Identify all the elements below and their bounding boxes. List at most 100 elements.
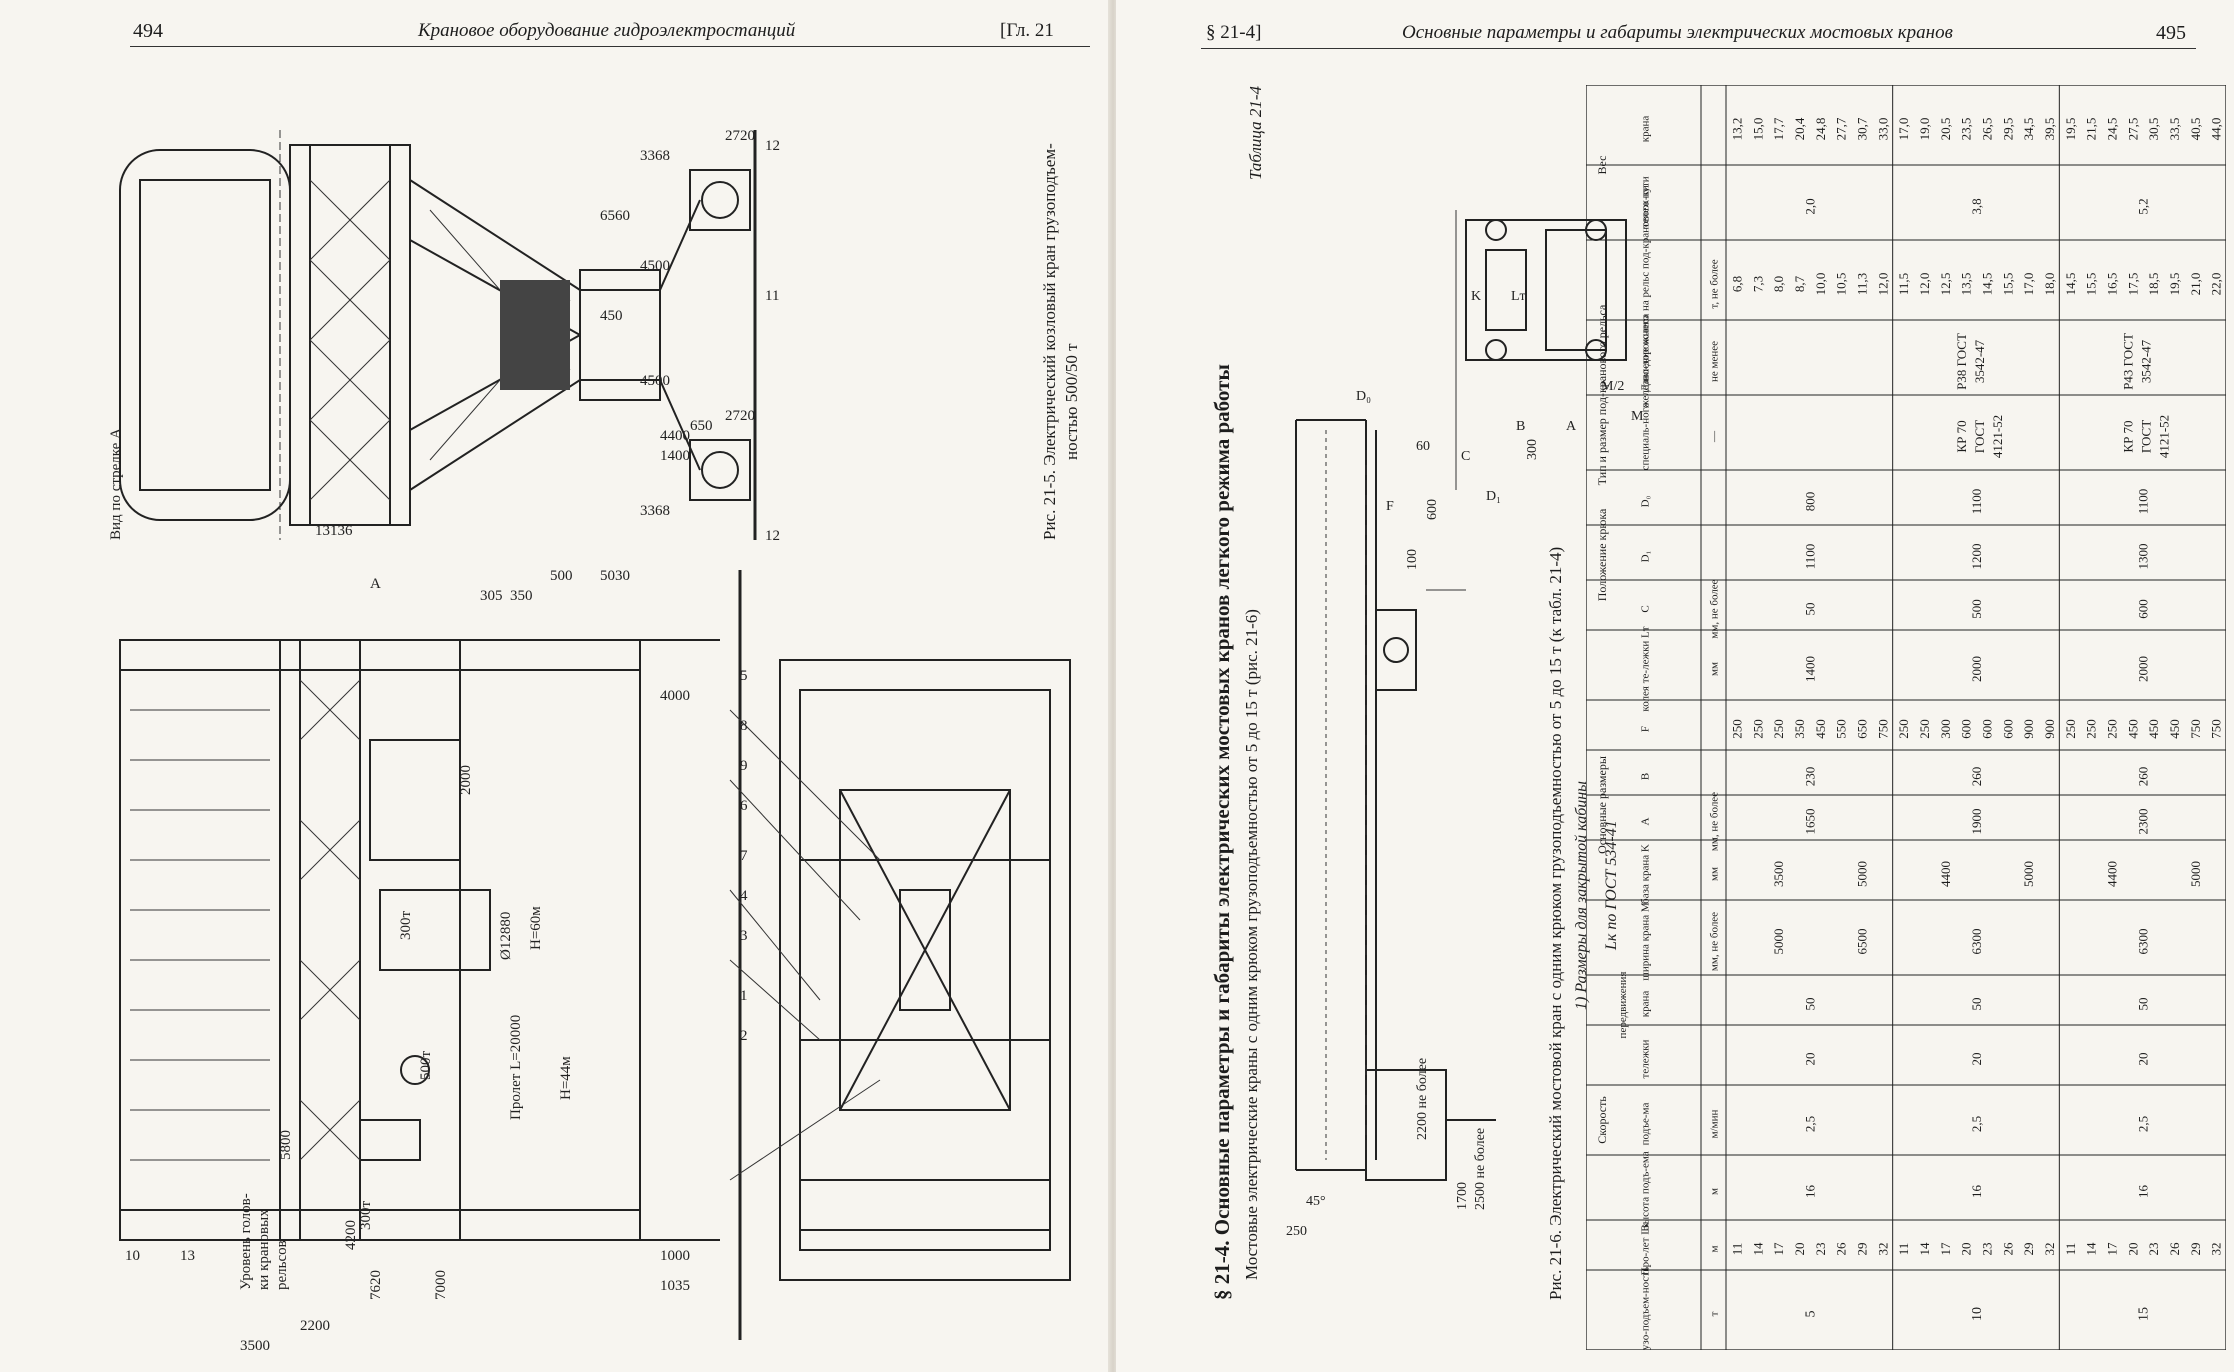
table-cell-track: 2000: [1969, 656, 1984, 682]
table-header-B: B: [1640, 773, 1652, 780]
header-rule-left: [130, 46, 1090, 47]
table-cell-pressure: 12,0: [1917, 273, 1932, 296]
table-cell-pressure: 10,0: [1813, 273, 1828, 296]
section-subtitle: Мостовые электрические краны с одним крю…: [1242, 609, 1261, 1280]
fig6-dim-1700: 1700: [1455, 1182, 1470, 1210]
table-cell-rail_special: 4121-52: [1990, 415, 2005, 458]
table-cell-span: 29: [2188, 1243, 2203, 1256]
fig6-dim-100: 100: [1405, 549, 1420, 570]
table-cell-lift: 16: [1969, 1185, 1984, 1199]
callout-3: 3: [740, 928, 748, 944]
table-cell-C: 50: [1802, 603, 1817, 616]
table-cell-base: 5000: [1854, 861, 1869, 887]
table-cell-pressure: 11,3: [1854, 273, 1869, 295]
table-cell-B: 260: [2136, 767, 2151, 787]
table-cell-w_crane: 34,5: [2021, 118, 2036, 141]
table-cell-w_crane: 23,5: [1959, 118, 1974, 141]
table-cell-pressure: 14,5: [1979, 273, 1994, 296]
table-cell-span: 11: [2063, 1243, 2078, 1256]
table-cell-span: 14: [2084, 1242, 2099, 1256]
label-500: 500: [550, 568, 573, 584]
table-cell-span: 26: [1834, 1242, 1849, 1256]
table-unit-width: мм, не более: [1709, 912, 1721, 971]
table-cell-v_lift: 2,5: [1969, 1116, 1984, 1132]
table-cell-span: 17: [2104, 1242, 2119, 1256]
table-header-D0: D₀: [1640, 495, 1652, 507]
table-header-rail_railway: железно-дорожного: [1640, 315, 1652, 409]
table-cell-span: 32: [1875, 1243, 1890, 1256]
fig6-dim-a: A: [1566, 419, 1577, 434]
fig6-dim-300: 300: [1525, 439, 1540, 460]
table-cell-B: 230: [1802, 767, 1817, 787]
table-header-speed: Скорость: [1595, 1096, 1609, 1144]
table-cell-rail_special: КР 70: [1954, 420, 1969, 452]
fig-21-5-caption-2: ностью 500/50 т: [1062, 343, 1081, 460]
table-cell-span: 17: [1938, 1242, 1953, 1256]
table-cell-span: 23: [1813, 1243, 1828, 1256]
table-cell-w_crane: 39,5: [2042, 118, 2057, 141]
page-number-right: 495: [2156, 22, 2186, 44]
table-cell-pressure: 12,0: [1875, 273, 1890, 296]
label-1000: 1000: [660, 1248, 690, 1264]
table-cell-w_crane: 24,8: [1813, 118, 1828, 141]
table-cell-rail_railway: Р38 ГОСТ: [1954, 333, 1969, 390]
table-cell-C: 600: [2136, 599, 2151, 619]
table-header-v_crane: крана: [1640, 991, 1652, 1018]
table-cell-w_crane: 20,5: [1938, 118, 1953, 141]
table-unit-pressure: т, не более: [1709, 259, 1721, 308]
dim-450: 450: [600, 308, 623, 324]
table-cell-A: 1900: [1969, 809, 1984, 835]
view-label: Вид по стрелке А: [108, 428, 124, 540]
label-h44: H=44м: [558, 1056, 574, 1100]
fig6-span-label: Lк по ГОСТ 534-41: [1603, 820, 1620, 951]
table-header-lift: Высота подъ-ема: [1640, 1151, 1652, 1231]
table-cell-width: 6300: [1969, 929, 1984, 955]
fig6-dim-b: B: [1516, 419, 1525, 434]
fig6-dim-c: C: [1461, 449, 1470, 464]
table-cell-F: 350: [1792, 719, 1807, 739]
table-cell-C: 500: [1969, 599, 1984, 619]
table-cell-F: 250: [1771, 719, 1786, 739]
table-cell-w_trolley: 3,8: [1969, 198, 1984, 214]
label-300t-b: 300т: [358, 1201, 374, 1231]
table-cell-F: 450: [2167, 719, 2182, 739]
label-500t: 500т: [418, 1051, 434, 1081]
table-header-w_crane: крана: [1640, 116, 1652, 143]
table-header-track: колея те-лежки Lт: [1640, 626, 1652, 711]
table-cell-F: 750: [1875, 719, 1890, 739]
table-header-base: база крана K: [1640, 844, 1652, 904]
label-3500: 3500: [240, 1338, 270, 1350]
callout-11: 11: [765, 288, 779, 304]
table-cell-pressure: 12,5: [1938, 273, 1953, 296]
label-4000: 4000: [660, 688, 690, 704]
table-unit-base: мм: [1709, 867, 1721, 881]
table-unit-span: м: [1709, 1245, 1721, 1252]
table-cell-F: 450: [1813, 719, 1828, 739]
table-cell-F: 450: [2146, 719, 2161, 739]
table-unit-track: мм: [1709, 662, 1721, 676]
table-header-weight: Вес: [1595, 156, 1609, 175]
table-cell-w_crane: 26,5: [1979, 118, 1994, 141]
table-cell-v_lift: 2,5: [1802, 1116, 1817, 1132]
table-label: Таблица 21-4: [1246, 86, 1265, 180]
table-cell-pressure: 15,5: [2084, 273, 2099, 296]
table-cell-F: 250: [2063, 719, 2078, 739]
fig6-dim-600: 600: [1425, 499, 1440, 520]
label-7620: 7620: [368, 1270, 384, 1300]
table-cell-pressure: 8,0: [1771, 276, 1786, 292]
callout-12-a: 12: [765, 138, 780, 154]
dim-4400: 4400: [660, 428, 690, 444]
dim-13136: 13136: [315, 523, 353, 539]
table-header-v_trolley: тележки: [1640, 1039, 1652, 1078]
fig6-dim-60: 60: [1416, 439, 1430, 454]
table-cell-span: 14: [1917, 1242, 1932, 1256]
dim-4500-b: 4500: [640, 373, 670, 389]
table-cell-v_crane: 50: [1802, 998, 1817, 1011]
dim-2720-b: 2720: [725, 408, 755, 424]
section-ref: § 21-4]: [1206, 22, 1262, 43]
table-cell-pressure: 11,5: [1896, 273, 1911, 295]
table-cell-v_crane: 50: [1969, 998, 1984, 1011]
running-title-right: Основные параметры и габариты электричес…: [1402, 22, 1953, 43]
table-cell-F: 250: [2084, 719, 2099, 739]
